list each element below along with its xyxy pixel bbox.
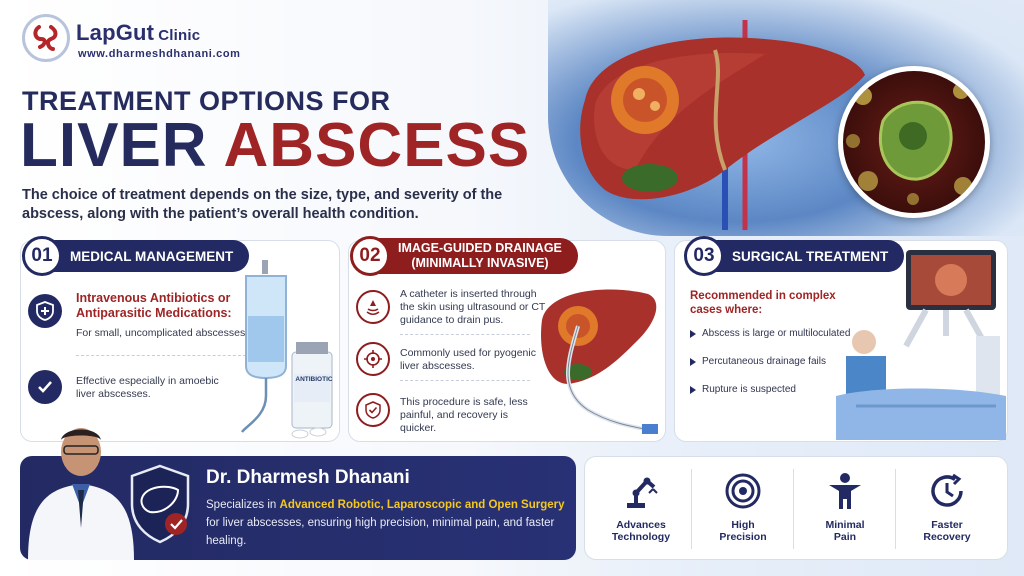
target-icon <box>725 473 761 509</box>
divider <box>895 469 896 549</box>
bullet-icon <box>690 385 696 394</box>
bullet-icon <box>690 357 696 366</box>
card2-title-line2: (MINIMALLY INVASIVE) <box>411 256 549 270</box>
card1-number: 01 <box>22 236 62 276</box>
feature-label: Advances <box>616 519 666 531</box>
feature-label: Precision <box>719 531 767 543</box>
divider <box>691 469 692 549</box>
card2-title-line1: IMAGE-GUIDED DRAINAGE <box>398 241 562 255</box>
liver-illustration <box>580 20 865 230</box>
card2-number: 02 <box>350 236 390 276</box>
card3-header: 03 SURGICAL TREATMENT <box>684 236 905 276</box>
shield-plus-icon <box>28 294 62 328</box>
ultrasound-icon <box>356 290 390 324</box>
divider <box>793 469 794 549</box>
card3-bullet: Abscess is large or multiloculated <box>690 328 850 339</box>
feature-label: Pain <box>833 531 857 543</box>
intestine-icon <box>33 25 58 51</box>
page-title: LIVER ABSCESS <box>20 111 531 180</box>
card2-item2-text: Commonly used for pyogenic liver abscess… <box>400 347 536 372</box>
checkmark-icon <box>28 370 62 404</box>
divider <box>400 380 530 381</box>
bacteria-closeup <box>838 66 990 218</box>
doctor-specialty-highlight: Advanced Robotic, Laparoscopic and Open … <box>279 499 565 511</box>
card2-header: 02 IMAGE-GUIDED DRAINAGE(MINIMALLY INVAS… <box>350 236 578 276</box>
clinic-logo <box>22 14 70 62</box>
clock-icon <box>931 473 963 507</box>
robotic-surgery-illustration <box>836 250 1006 440</box>
shield-check-icon <box>356 393 390 427</box>
intro-text: The choice of treatment depends on the s… <box>22 187 503 222</box>
card2-item1-text: A catheter is inserted through the skin … <box>400 288 546 326</box>
feature-label: Faster <box>931 519 963 531</box>
doctor-description: Specializes in Advanced Robotic, Laparos… <box>206 499 565 547</box>
card1-item2-text: Effective especially in amoebic liver ab… <box>76 375 219 400</box>
card1-header: 01 MEDICAL MANAGEMENT <box>22 236 250 276</box>
card3-lead: Recommended in complex cases where: <box>690 290 836 316</box>
liver-drainage-illustration <box>541 289 658 434</box>
feature-label: Minimal <box>825 519 865 531</box>
bullet-icon <box>690 329 696 338</box>
card3-title: SURGICAL TREATMENT <box>732 248 889 264</box>
website-url[interactable]: www.dharmeshdhanani.com <box>78 48 241 60</box>
card1-item1-title: Intravenous Antibiotics or Antiparasitic… <box>76 291 232 320</box>
card3-number: 03 <box>684 236 724 276</box>
antibiotic-label: ANTIBIOTIC <box>295 376 333 383</box>
iv-bag-illustration <box>240 260 333 439</box>
doctor-name: Dr. Dharmesh Dhanani <box>206 467 410 488</box>
feature-label: Technology <box>611 531 671 543</box>
person-icon <box>829 473 861 509</box>
target-icon <box>356 342 390 376</box>
divider <box>400 334 530 335</box>
divider <box>76 355 246 356</box>
feature-label: High <box>731 519 755 531</box>
doctor-photo <box>28 428 134 560</box>
card3-bullet: Rupture is suspected <box>690 384 796 395</box>
card1-title: MEDICAL MANAGEMENT <box>70 248 234 264</box>
robot-arm-icon <box>627 477 658 508</box>
card3-bullet: Percutaneous drainage fails <box>690 356 826 367</box>
shield-liver-icon <box>130 464 190 544</box>
card1-item1-text: For small, uncomplicated abscesses. <box>76 327 249 339</box>
feature-label: Recovery <box>923 531 971 543</box>
title-line1: TREATMENT OPTIONS FOR <box>22 86 391 116</box>
card2-item3-text: This procedure is safe, less painful, an… <box>400 396 528 434</box>
